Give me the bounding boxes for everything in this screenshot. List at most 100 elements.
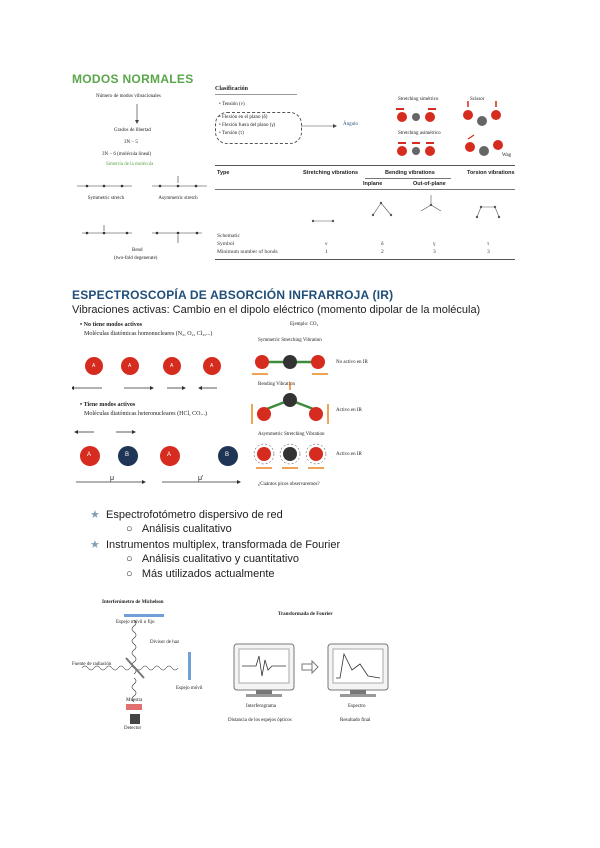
circle-bullet-icon: ○ <box>126 568 133 580</box>
label-source: Fuente de radiación <box>72 662 112 667</box>
active-modes-panel: • Tiene modos activos Moléculas diatómic… <box>72 402 247 492</box>
atom-a-4: A <box>210 363 214 369</box>
michelson-diagram: Interferómetro de Michelson Espejo móvil… <box>72 598 222 738</box>
michelson-drawing <box>81 614 191 724</box>
bullet-item-3: ○ Análisis cualitativo y cuantitativo <box>126 553 299 565</box>
fourier-monitors <box>233 643 389 697</box>
diagram-heading: Número de modos vibracionales <box>96 94 161 99</box>
atom-b-1: B <box>125 452 130 458</box>
fourier-caption-2: Resultado final <box>340 718 371 723</box>
co2-molecule-drawings <box>251 355 329 469</box>
schematic-drawings <box>311 195 501 223</box>
symbol-torsion: τ <box>487 241 490 247</box>
fourier-title: Transformada de Fourier <box>278 612 333 617</box>
screen-interferogram-label: Interferograma <box>246 704 276 709</box>
atom-a-1: A <box>92 363 96 369</box>
class-item-0: • Tensión (ν) <box>219 102 245 107</box>
michelson-title: Interferómetro de Michelson <box>102 600 164 605</box>
active-desc: Moléculas diatómicas heteronucleares (HC… <box>84 411 207 417</box>
bonds-torsion: 3 <box>487 249 490 255</box>
col-bending: Bending vibrations <box>385 170 435 176</box>
classification-title: Clasificación <box>215 86 248 92</box>
mol-scissor-label: Scissor <box>470 97 485 102</box>
symbol-inplane: δ <box>381 241 384 247</box>
col-stretching: Stretching vibrations <box>303 170 359 176</box>
screen-spectrum-label: Espectro <box>348 704 366 709</box>
label-mirror-fixed: Espejo móvil o fijo <box>116 620 155 625</box>
dipole-mu-prime: μ' <box>198 475 204 482</box>
subcol-inplane: Inplane <box>363 181 383 187</box>
molecule-illustrations: Stretching simétrico Stretching asimétri… <box>390 95 525 165</box>
section-title-modos: MODOS NORMALES <box>72 72 194 86</box>
classification-arrow-icon <box>301 124 337 128</box>
bonds-outplane: 3 <box>433 249 436 255</box>
bend-label: Bend <box>132 248 143 253</box>
co2-asym-title: Asymmetric Stretching Vibration <box>258 432 325 437</box>
atom-b-2: B <box>225 452 230 458</box>
bend-sub-label: (two-fold degenerate) <box>114 256 158 261</box>
classification-panel: Clasificación • Tensión (ν) • Flexión en… <box>215 86 375 156</box>
diagram-arrows <box>77 104 207 243</box>
fourier-caption-1: Distancia de los espejos ópticos <box>228 718 292 723</box>
inactive-modes-panel: • No tiene modos activos Moléculas diató… <box>72 322 242 397</box>
diagram-line4: Simetría de la molécula <box>106 162 154 167</box>
classification-arrow-label: Ángulo <box>343 122 358 127</box>
row-symbol: Symbol <box>217 241 235 247</box>
mol-asym-label: Stretching asimétrico <box>398 131 441 136</box>
molecule-drawings <box>396 101 503 156</box>
diagram-line1: Grados de libertad <box>114 128 151 133</box>
co2-asym-state: Activo en IR <box>336 452 362 457</box>
label-moving: Espejo móvil <box>176 686 203 691</box>
vibration-types-table: Type Stretching vibrations Bending vibra… <box>215 165 515 265</box>
diagram-line3: 3N − 6 (molécula lineal) <box>102 152 152 157</box>
bonds-stretch: 1 <box>325 249 328 255</box>
co2-sym-title: Symmetric Stretching Vibration <box>258 338 322 343</box>
label-splitter: Divisor de haz <box>150 640 180 645</box>
asym-stretch-label: Asymmetric stretch <box>158 196 198 201</box>
section-subtitle-ir: Vibraciones activas: Cambio en el dipolo… <box>72 304 481 316</box>
active-title: • Tiene modos activos <box>80 402 136 408</box>
class-item-3: • Torsión (τ) <box>219 131 244 136</box>
co2-modes-panel: Ejemplo: CO₂ Symmetric Stretching Vibrat… <box>250 322 370 492</box>
co2-footer: ¿Cuántos picos observaremos? <box>258 482 320 487</box>
inactive-desc: Moléculas diatómicas homonucleares (N₂, … <box>84 331 213 337</box>
mol-sym-label: Stretching simétrico <box>398 97 439 102</box>
label-detector: Detector <box>124 726 142 731</box>
atom-a-2: A <box>128 363 132 369</box>
diagram-line2: 3N − 5 <box>124 140 138 145</box>
bullet-item-0: ★ Espectrofotómetro dispersivo de red <box>90 509 283 521</box>
bending-group-outline <box>215 112 302 144</box>
atom-a-5: A <box>87 452 92 458</box>
co2-sym-state: No activo en IR <box>336 360 368 365</box>
symbol-outplane: γ <box>433 241 436 247</box>
label-sample: Muestra <box>126 698 143 703</box>
circle-bullet-icon: ○ <box>126 523 133 535</box>
co2-bend-title: Bending Vibration <box>258 382 295 387</box>
heteronuclear-atoms <box>74 430 241 484</box>
vibrational-modes-diagram: Número de modos vibracionales Grados de … <box>72 88 212 273</box>
bullet-item-4: ○ Más utilizados actualmente <box>126 568 275 580</box>
atom-a-3: A <box>170 363 174 369</box>
bullet-item-2: ★ Instrumentos multiplex, transformada d… <box>90 539 341 551</box>
star-icon: ★ <box>90 539 100 551</box>
fourier-diagram: Transformada de Fourier Interferograma E… <box>228 612 398 732</box>
bonds-inplane: 2 <box>381 249 384 255</box>
col-torsion: Torsion vibrations <box>467 170 515 176</box>
sym-stretch-label: Symmetric stretch <box>87 196 125 201</box>
star-icon: ★ <box>90 509 100 521</box>
row-schematic: Schematic <box>217 233 240 239</box>
symbol-stretch: ν <box>325 241 328 247</box>
row-min-bonds: Minimum number of bonds <box>217 249 278 255</box>
inactive-title: • No tiene modos activos <box>80 322 143 328</box>
dipole-mu: μ <box>110 475 115 482</box>
section-title-ir: ESPECTROSCOPÍA DE ABSORCIÓN INFRARROJA (… <box>72 288 394 302</box>
circle-bullet-icon: ○ <box>126 553 133 565</box>
bullet-item-1: ○ Análisis cualitativo <box>126 523 232 535</box>
co2-bend-state: Activo en IR <box>336 408 362 413</box>
co2-example: Ejemplo: CO₂ <box>290 322 319 327</box>
class-item-2: • Flexión fuera del plano (γ) <box>219 123 276 128</box>
subcol-outplane: Out-of-plane <box>413 181 446 187</box>
class-item-1: • Flexión en el plano (δ) <box>219 115 268 120</box>
homonuclear-atoms <box>72 357 221 390</box>
mol-wag-label: Wag <box>502 153 512 158</box>
